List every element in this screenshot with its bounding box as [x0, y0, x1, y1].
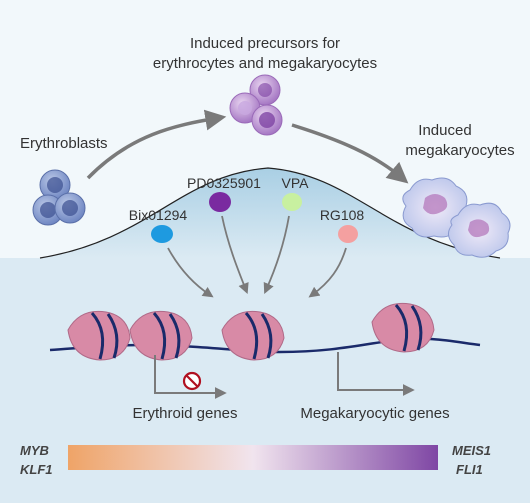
precursor-cells-icon — [229, 74, 283, 136]
expression-gradient-wedge — [68, 445, 438, 470]
gene-label-fli1: FLI1 — [456, 462, 483, 477]
precursors-label-line2: erythrocytes and megakaryocytes — [153, 55, 377, 72]
gene-label-klf1: KLF1 — [20, 462, 53, 477]
gene-label-meis1: MEIS1 — [452, 443, 491, 458]
nucleosome-4 — [371, 302, 435, 353]
compound-dot-pd0325901 — [209, 192, 231, 212]
compound-label-bix01294: Bix01294 — [129, 207, 188, 223]
erythroid-genes-label: Erythroid genes — [132, 405, 237, 422]
arrow-erythroblast-to-precursor — [86, 109, 227, 180]
induced-mk-label-line2: megakaryocytes — [405, 142, 514, 159]
compound-label-rg108: RG108 — [320, 207, 365, 223]
megakaryocytic-genes-label: Megakaryocytic genes — [300, 405, 449, 422]
precursors-label-line1: Induced precursors for — [190, 35, 340, 52]
gene-label-myb: MYB — [20, 443, 49, 458]
arrow-precursor-to-megakaryocyte — [291, 123, 409, 184]
megakaryocyte-cells-icon — [402, 177, 511, 258]
compound-dot-rg108 — [338, 225, 358, 243]
blocked-icon — [182, 371, 202, 391]
megakaryocytic-tss-arrow — [337, 352, 415, 396]
erythroblasts-label: Erythroblasts — [20, 135, 108, 152]
compound-label-vpa: VPA — [282, 175, 310, 191]
erythroid-tss-arrow — [154, 355, 227, 399]
compound-dot-bix01294 — [151, 225, 173, 243]
hill-outline — [39, 167, 501, 259]
induced-mk-label-line1: Induced — [418, 122, 471, 139]
compound-arrows — [167, 215, 347, 298]
nucleosome-2 — [129, 310, 193, 361]
compound-dot-vpa — [282, 193, 302, 211]
erythroblast-cells-icon — [32, 169, 86, 226]
nucleosome-1 — [67, 310, 131, 361]
compound-label-pd0325901: PD0325901 — [187, 175, 261, 191]
nucleosome-3 — [221, 310, 285, 361]
